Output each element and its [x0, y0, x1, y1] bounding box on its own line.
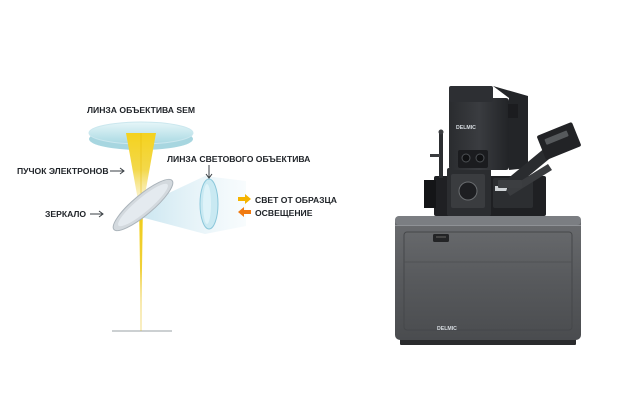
- light-objective-lens-icon: [199, 178, 219, 230]
- pointer-arrows: [90, 165, 213, 218]
- electron-beam-label: ПУЧОК ЭЛЕКТРОНОВ: [17, 166, 109, 176]
- cabinet-brand-label: DELMIC: [437, 326, 457, 332]
- light-from-sample-label: СВЕТ ОТ ОБРАЗЦА: [255, 195, 337, 205]
- light-optics-arm: [498, 122, 581, 196]
- column-brand-label: DELMIC: [456, 125, 476, 131]
- light-lens-label: ЛИНЗА СВЕТОВОГО ОБЪЕКТИВА: [167, 154, 310, 164]
- instrument-column: [449, 86, 528, 170]
- light-from-sample-arrow-icon: [238, 194, 251, 204]
- sem-lens-label: ЛИНЗА ОБЪЕКТИВА SEM: [87, 105, 195, 115]
- mirror-icon: [112, 178, 174, 232]
- optical-path-diagram: ЛИНЗА ОБЪЕКТИВА SEM ПУЧОК ЭЛЕКТРОНОВ ЛИН…: [17, 105, 337, 332]
- microscope-instrument-image: DELMIC DELMIC: [395, 86, 581, 345]
- electron-beam-icon: [126, 133, 156, 331]
- illumination-arrow-icon: [238, 207, 251, 217]
- mirror-label: ЗЕРКАЛО: [45, 209, 86, 219]
- vacuum-gauge: [430, 129, 444, 178]
- light-cone: [137, 176, 246, 234]
- instrument-cabinet: [395, 216, 581, 340]
- illumination-label: ОСВЕЩЕНИЕ: [255, 208, 313, 218]
